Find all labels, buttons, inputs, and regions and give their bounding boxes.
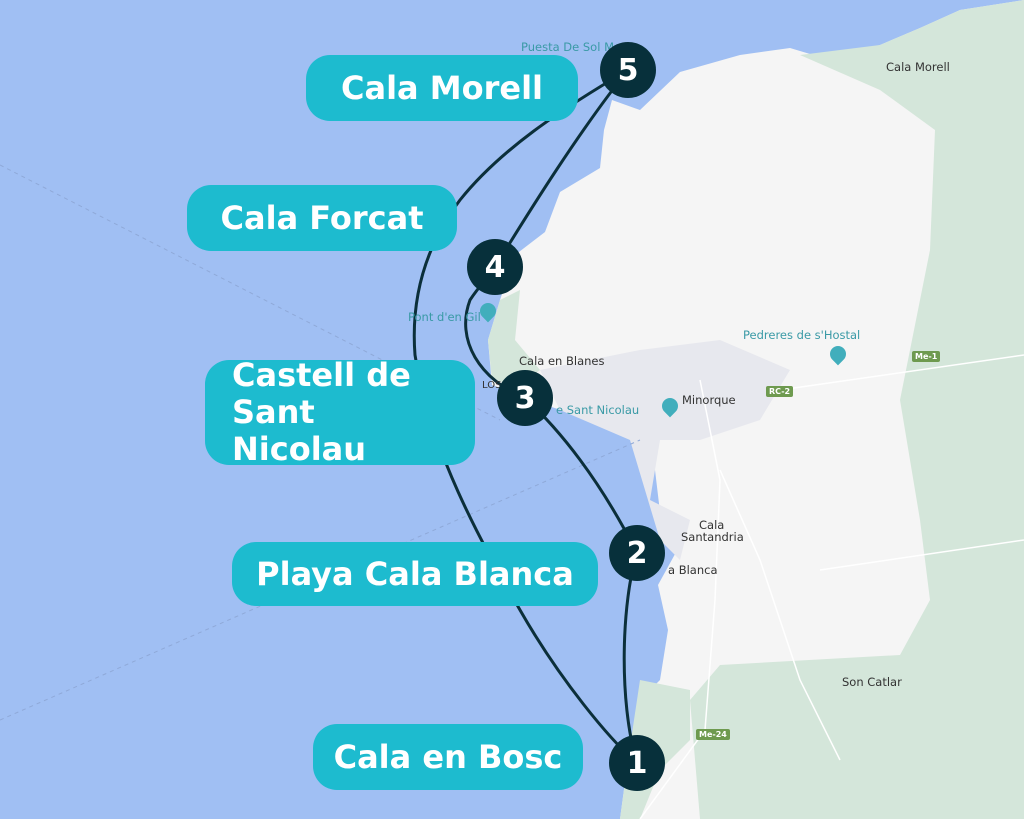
stop-marker-3[interactable]: 3 <box>497 370 553 426</box>
stop-label-cala-en-bosc[interactable]: Cala en Bosc <box>313 724 583 790</box>
map-label-sant-nicolau: e Sant Nicolau <box>556 403 640 417</box>
map-label-cala-morell: Cala Morell <box>886 60 950 74</box>
map-label-los: LOS <box>482 380 502 391</box>
map-label-cala: Cala <box>699 518 725 532</box>
stop-label-cala-forcat[interactable]: Cala Forcat <box>187 185 457 251</box>
stop-marker-1[interactable]: 1 <box>609 735 665 791</box>
stop-label-castell-sant-nicolau[interactable]: Castell de Sant Nicolau <box>205 357 475 467</box>
park-area-east <box>690 0 1024 819</box>
stop-label-playa-cala-blanca[interactable]: Playa Cala Blanca <box>232 542 598 606</box>
map-label-minorque: Minorque <box>682 393 736 407</box>
route-inbound <box>412 68 638 765</box>
map-label-santandria: Santandria <box>681 530 744 544</box>
map-label-pedreres: Pedreres de s'Hostal <box>743 328 861 342</box>
map-label-cala-blanca: a Blanca <box>668 563 718 577</box>
map-label-puesta: Puesta De Sol M <box>521 40 614 54</box>
stop-marker-2[interactable]: 2 <box>609 525 665 581</box>
stop-marker-4[interactable]: 4 <box>467 239 523 295</box>
route-outbound <box>464 69 639 764</box>
road-shield-me24: Me-24 <box>696 729 730 740</box>
stop-marker-5[interactable]: 5 <box>600 42 656 98</box>
stop-label-cala-morell[interactable]: Cala Morell <box>306 55 578 121</box>
road-network <box>639 354 1024 819</box>
road-shield-rc2: RC-2 <box>766 386 794 397</box>
map-label-son-catlar: Son Catlar <box>842 675 902 689</box>
route-lines <box>412 68 639 765</box>
urban-area <box>540 340 790 560</box>
road-shield-me1: Me-1 <box>912 351 941 362</box>
map-label-cala-en-blanes: Cala en Blanes <box>519 354 605 368</box>
park-area-west <box>488 290 540 385</box>
map-label-pont-en-gil: Pont d'en Gil <box>408 310 481 324</box>
